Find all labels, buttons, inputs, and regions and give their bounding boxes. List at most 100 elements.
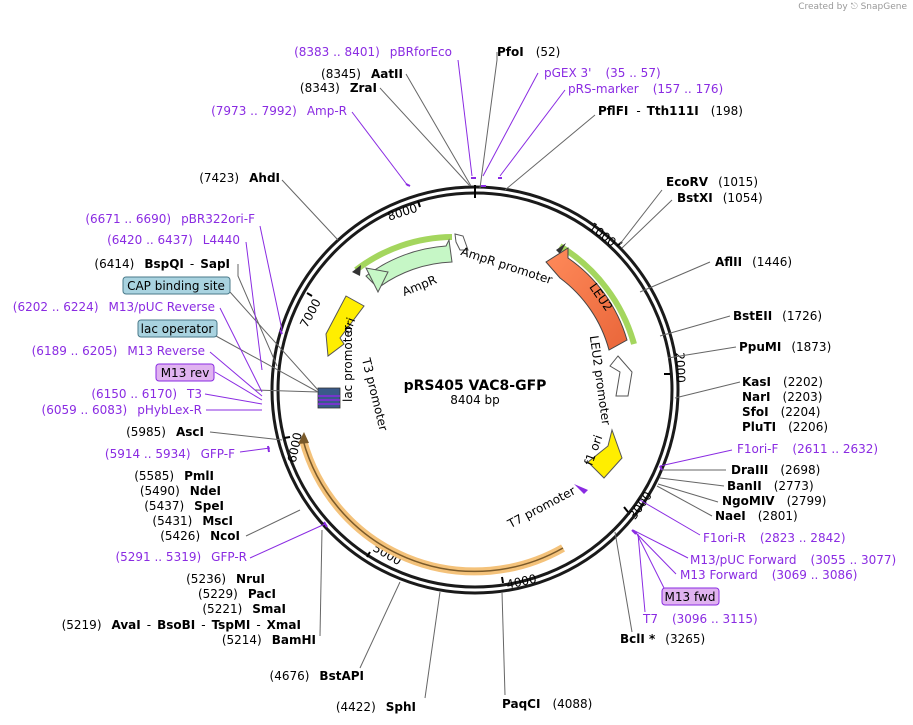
credit-created-by: Created by (798, 2, 848, 12)
leader-aflii (639, 261, 711, 293)
lac-cluster-primers (318, 395, 340, 405)
site-spei: (5437)SpeI (144, 499, 224, 513)
primer-leader-gfpf (239, 447, 271, 453)
gfp-band (299, 438, 565, 576)
lac-operator-label: lac operator (141, 322, 214, 336)
site-banii: BanII(2773) (727, 479, 814, 493)
site-ppumi: PpuMI(1873) (739, 340, 831, 354)
leader-bsteii (659, 315, 731, 337)
t7-promoter-arrow (574, 484, 588, 494)
tick-7000 (306, 292, 313, 297)
primer-leader-pbr322ori (259, 225, 283, 331)
site-bcli: BclI *(3265) (620, 632, 705, 646)
site-msci: (5431)MscI (152, 514, 233, 528)
plasmid-size: 8404 bp (450, 393, 500, 407)
primer-ampr: (7973 .. 7992)Amp-R (211, 104, 347, 118)
primer-leader-m13rev-box (214, 371, 263, 401)
primer-f1orif: F1ori-F(2611 .. 2632) (737, 442, 878, 456)
primer-m13-rev: (6189 .. 6205)M13 Reverse (32, 344, 205, 358)
tick-3000 (623, 506, 629, 513)
site-avai: (5219)AvaI-BsoBI-TspMI-XmaI (62, 618, 301, 632)
leader-banii (659, 477, 725, 487)
leader-ecorv (619, 189, 663, 245)
site-asci: (5985)AscI (126, 425, 204, 439)
primer-tick-gfpr (323, 521, 328, 528)
site-bstapi: (4676)BstAPI (270, 669, 364, 683)
gfp-band-core (302, 439, 564, 573)
leader-aatii (405, 73, 472, 187)
site-smai: (5221)SmaI (202, 602, 286, 616)
primer-gfpr: (5291 .. 5319)GFP-R (115, 550, 247, 564)
credit-brand: SnapGene (860, 2, 907, 12)
site-nari: NarI(2203) (742, 390, 822, 404)
ampr-arrow (365, 238, 453, 289)
primer-m13puc-rev: (6202 .. 6224)M13/pUC Reverse (13, 300, 215, 314)
primer-m13puc-fwd: M13/pUC Forward(3055 .. 3077) (690, 553, 896, 567)
f1-ori-arrow (587, 428, 623, 479)
primer-leader-m13-rev (209, 351, 263, 397)
ruler-label-7000: 7000 (297, 296, 324, 330)
site-draiii: DraIII(2698) (731, 463, 820, 477)
leader-asci (209, 431, 283, 441)
leader-zrai (379, 87, 471, 187)
tick-5000 (366, 551, 371, 558)
site-ncoi: (5426)NcoI (160, 529, 240, 543)
leader-sphi (424, 591, 441, 699)
leader-cap-box (229, 291, 319, 391)
primer-phyblex: (6059 .. 6083)pHybLex-R (42, 403, 202, 417)
enzyme-leaders (209, 52, 741, 699)
site-paci: (5229)PacI (198, 587, 276, 601)
leader-bspqi (237, 264, 278, 367)
tick-6000 (283, 436, 291, 439)
t7-promoter-label: T7 promoter (505, 484, 578, 532)
m13-fwd-box (661, 587, 720, 606)
primer-leader-m13puc-rev (219, 307, 263, 393)
ampr-promoter-arrow (454, 233, 469, 251)
primer-leader-m13puc-fwd (632, 529, 689, 559)
ruler-label-6000: 6000 (285, 431, 305, 464)
leader-lac-box (254, 389, 319, 393)
lac-cluster (317, 387, 341, 409)
primer-ticks (267, 177, 663, 535)
tick-8000 (417, 200, 421, 208)
ruler-label-1000: 1000 (586, 220, 619, 250)
leader-ppumi (667, 346, 737, 359)
ruler-label-4000: 4000 (505, 572, 538, 592)
site-ngomiv: NgoMIV(2799) (722, 494, 826, 508)
site-sfoi: SfoI(2204) (742, 405, 820, 419)
ampr-arrow-head (365, 267, 389, 294)
primer-leader-m13fwd-box (635, 531, 667, 593)
primer-m13-fwd: M13 Forward(3069 .. 3086) (680, 568, 857, 582)
ori-arrow (325, 295, 365, 357)
lac-promoter-label: lac promoter (341, 325, 355, 402)
primer-leader-f1orir (639, 499, 701, 536)
t3-promoter-label: T3 promoter (359, 356, 391, 433)
primer-leaders (204, 59, 733, 613)
m13-rev-label: M13 rev (161, 366, 210, 380)
primer-f1orir: F1ori-R(2823 .. 2842) (703, 531, 846, 545)
leader-nco-group (245, 509, 301, 537)
leader-ahdi (281, 179, 339, 241)
primer-tick-ampr (405, 183, 411, 187)
primer-prsmarker: pRS-marker(157 .. 176) (568, 82, 723, 96)
primer-tick-m13-fwd (631, 529, 637, 535)
leader-ecori-group (319, 529, 323, 637)
primer-leader-pbrforeco (457, 59, 473, 177)
primer-leader-pgex3 (482, 72, 539, 177)
site-bstxi: BstXI(1054) (677, 191, 763, 205)
primer-t3: (6150 .. 6170)T3 (91, 387, 202, 401)
ampr-cds-band (354, 234, 453, 273)
primer-leader-gfpr (249, 523, 326, 559)
ampr-label: AmpR (400, 273, 438, 299)
primer-tick-f1orif (659, 465, 663, 471)
gfp-band-arrowhead (298, 432, 309, 444)
leader-bcli (614, 531, 633, 633)
ori-label: ori (340, 316, 358, 335)
primer-tick-pbr322ori (279, 329, 283, 335)
primer-pbrforeco: (8383 .. 8401)pBRforEco (294, 45, 452, 59)
lac-operator-box (137, 319, 218, 338)
leu2-band-arrowhead (556, 243, 566, 254)
primer-leader-f1orif (659, 449, 733, 467)
leader-kas-group (674, 381, 741, 399)
